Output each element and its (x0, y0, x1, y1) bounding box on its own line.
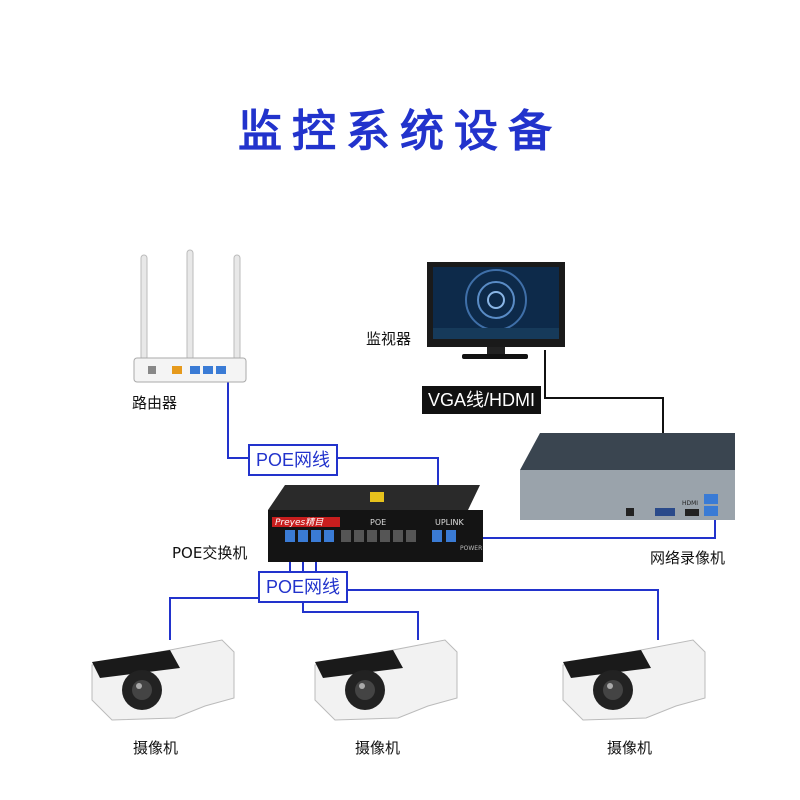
nvr-label: 网络录像机 (650, 549, 726, 567)
switch-power-text: POWER (460, 545, 483, 552)
poe-cable-tag-bottom: POE网线 (258, 571, 349, 603)
monitor-device (427, 262, 565, 359)
camera-label-1: 摄像机 (133, 739, 179, 757)
switch-label: POE交换机 (172, 544, 248, 562)
switch-uplink-text: UPLINK (435, 518, 464, 527)
poe-switch-device (268, 485, 483, 562)
page-title: 监控系统设备 (238, 106, 562, 157)
switch-poe-text: POE (370, 518, 387, 527)
camera-device-1 (91, 639, 235, 721)
vga-hdmi-tag: VGA线/HDMI (422, 386, 542, 414)
monitor-label: 监视器 (366, 330, 412, 348)
camera-device-3 (562, 639, 706, 721)
nvr-hdmi-text: HDMI (682, 500, 699, 507)
switch-brand: Preyes精目 (275, 518, 324, 528)
camera-device-2 (314, 639, 458, 721)
router-label: 路由器 (132, 394, 178, 412)
poe-cable-tag-top: POE网线 (248, 444, 339, 476)
nvr-device (520, 433, 735, 520)
camera-label-2: 摄像机 (355, 739, 401, 757)
camera-label-3: 摄像机 (607, 739, 653, 757)
router-device (133, 249, 247, 383)
cable-switch-cam3 (315, 545, 659, 640)
